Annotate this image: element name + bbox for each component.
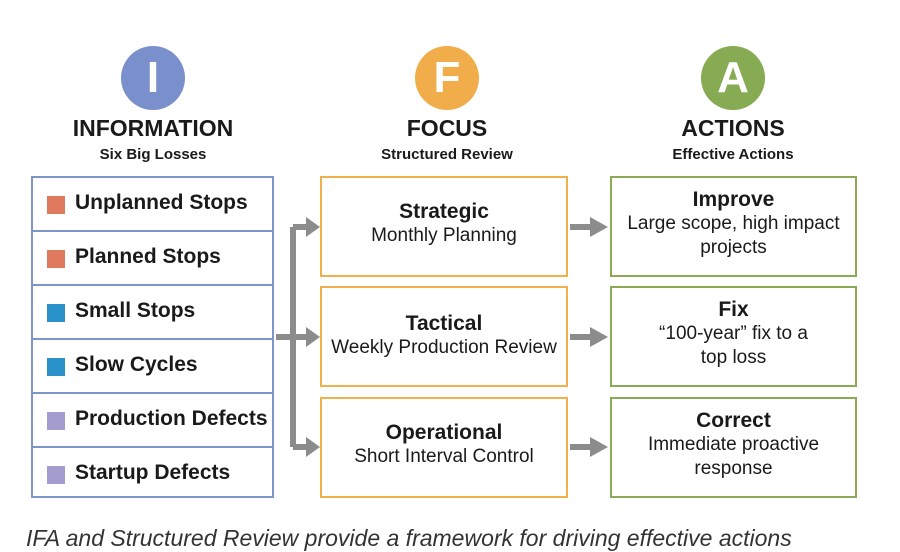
focus-title-strategic: Strategic bbox=[399, 200, 489, 223]
focus-subtitle-tactical: Weekly Production Review bbox=[331, 337, 557, 358]
action-box-fix: Fix “100-year” fix to a top loss bbox=[610, 286, 857, 387]
focus-subtitle-strategic: Monthly Planning bbox=[371, 225, 517, 246]
six-big-losses-list: Unplanned Stops Planned Stops Small Stop… bbox=[31, 176, 274, 498]
loss-color-swatch bbox=[47, 358, 65, 376]
focus-subtitle-operational: Short Interval Control bbox=[354, 446, 534, 467]
action-title-correct: Correct bbox=[696, 409, 771, 432]
action-desc-fix-line1: “100-year” fix to a bbox=[659, 323, 808, 344]
focus-box-tactical: Tactical Weekly Production Review bbox=[320, 286, 568, 387]
focus-title-tactical: Tactical bbox=[405, 312, 483, 335]
loss-color-swatch bbox=[47, 466, 65, 484]
loss-label: Small Stops bbox=[75, 299, 196, 322]
focus-letter: F bbox=[433, 53, 461, 102]
loss-item-slow-cycles: Slow Cycles bbox=[33, 340, 272, 394]
information-circle: I bbox=[121, 46, 185, 110]
action-desc-improve-line2: projects bbox=[700, 237, 767, 258]
focus-title-operational: Operational bbox=[385, 421, 503, 444]
divider bbox=[33, 446, 272, 448]
loss-color-swatch bbox=[47, 196, 65, 214]
divider bbox=[33, 392, 272, 394]
loss-item-production-defects: Production Defects bbox=[33, 394, 272, 448]
loss-label: Unplanned Stops bbox=[75, 191, 248, 214]
divider bbox=[33, 284, 272, 286]
actions-subtitle: Effective Actions bbox=[672, 146, 794, 163]
loss-color-swatch bbox=[47, 250, 65, 268]
figure-caption: IFA and Structured Review provide a fram… bbox=[26, 525, 792, 551]
arrow-head-fix bbox=[590, 327, 608, 347]
arrow-head-operational bbox=[306, 437, 320, 457]
actions-circle: A bbox=[701, 46, 765, 110]
information-letter: I bbox=[146, 53, 160, 102]
arrow-head-strategic bbox=[306, 217, 320, 237]
actions-letter: A bbox=[717, 53, 749, 102]
loss-item-unplanned-stops: Unplanned Stops bbox=[33, 178, 272, 232]
branch-connector-line bbox=[276, 224, 308, 450]
action-desc-correct-line2: response bbox=[694, 458, 773, 479]
arrow-head-tactical bbox=[306, 327, 320, 347]
focus-box-strategic: Strategic Monthly Planning bbox=[320, 176, 568, 277]
loss-color-swatch bbox=[47, 304, 65, 322]
divider bbox=[33, 230, 272, 232]
loss-label: Slow Cycles bbox=[75, 353, 198, 376]
focus-title: FOCUS bbox=[406, 115, 488, 141]
action-box-correct: Correct Immediate proactive response bbox=[610, 397, 857, 498]
loss-item-small-stops: Small Stops bbox=[33, 286, 272, 340]
action-desc-correct-line1: Immediate proactive bbox=[647, 434, 820, 455]
action-desc-improve-line1: Large scope, high impact bbox=[627, 213, 840, 234]
loss-label: Startup Defects bbox=[75, 461, 231, 484]
information-title: INFORMATION bbox=[72, 115, 234, 141]
loss-label: Planned Stops bbox=[75, 245, 221, 268]
divider bbox=[33, 338, 272, 340]
arrow-head-improve bbox=[590, 217, 608, 237]
action-box-improve: Improve Large scope, high impact project… bbox=[610, 176, 857, 277]
action-title-improve: Improve bbox=[692, 188, 775, 211]
focus-circle: F bbox=[415, 46, 479, 110]
information-subtitle: Six Big Losses bbox=[99, 146, 207, 163]
loss-color-swatch bbox=[47, 412, 65, 430]
focus-box-operational: Operational Short Interval Control bbox=[320, 397, 568, 498]
loss-item-planned-stops: Planned Stops bbox=[33, 232, 272, 286]
action-desc-fix-line2: top loss bbox=[700, 347, 767, 368]
loss-item-startup-defects: Startup Defects bbox=[33, 448, 272, 502]
actions-title: ACTIONS bbox=[681, 115, 785, 141]
action-title-fix: Fix bbox=[718, 298, 749, 321]
arrow-head-correct bbox=[590, 437, 608, 457]
loss-label: Production Defects bbox=[75, 407, 268, 430]
focus-subtitle: Structured Review bbox=[381, 146, 513, 163]
